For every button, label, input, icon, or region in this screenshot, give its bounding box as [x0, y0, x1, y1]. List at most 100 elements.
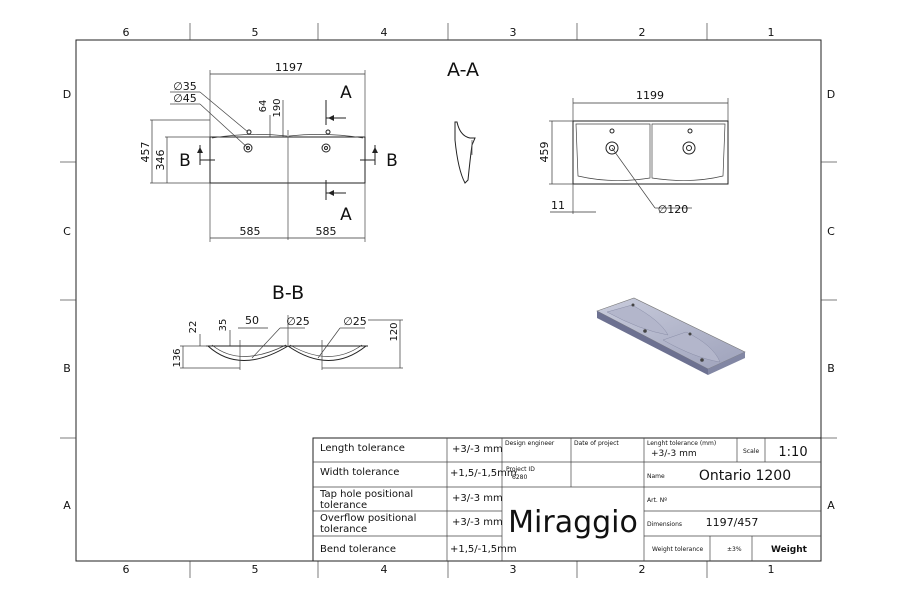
row-label-c: C	[63, 225, 71, 238]
top-view: 1197 457 346 585 585 64 190 ∅35 ∅45 A	[139, 61, 398, 242]
tb-weight-tol-label: Weight tolerance	[652, 546, 703, 553]
iso-drain-right	[700, 358, 704, 362]
section-aa-profile	[454, 121, 476, 184]
col-label-2-bottom: 2	[639, 563, 646, 576]
tb-length-tol-label: Lenght tolerance (mm)	[647, 440, 716, 447]
side-tap-right	[687, 128, 693, 134]
dim-top-width: 1197	[275, 61, 303, 74]
col-label-4: 4	[381, 26, 388, 39]
dim-side-drain: ∅120	[658, 203, 689, 216]
col-label-4-bottom: 4	[381, 563, 388, 576]
tb-date-label: Date of project	[574, 440, 619, 447]
iso-drain-left	[643, 329, 647, 333]
tb-row-0-value: +3/-3 mm	[452, 444, 503, 455]
col-label-6: 6	[123, 26, 130, 39]
section-bb-inner-profile	[211, 344, 363, 357]
tb-row-3-value: +3/-3 mm	[452, 517, 503, 528]
section-bb-outer-profile	[207, 345, 367, 361]
col-label-1: 1	[768, 26, 775, 39]
side-tap-left	[609, 128, 615, 134]
tb-length-tol-value: +3/-3 mm	[651, 449, 697, 459]
row-label-a-right: A	[827, 499, 835, 512]
dim-side-width: 1199	[636, 89, 664, 102]
side-view-outline	[572, 120, 729, 185]
dim-left-bowl: 585	[240, 225, 261, 238]
dim-hole-35: ∅35	[173, 80, 197, 93]
tb-row-3-label-line1: Overflow positional	[320, 513, 416, 524]
row-label-b-right: B	[827, 362, 835, 375]
section-a-bottom: A	[340, 205, 352, 225]
section-b-left: B	[179, 151, 191, 171]
dim-offset-64: 64	[258, 100, 269, 113]
section-a-top: A	[340, 83, 352, 103]
section-bb-view: B-B 136 22 35 50 ∅25 ∅25 120	[172, 282, 403, 370]
section-aa-title: A-A	[447, 59, 479, 81]
dim-side-edge: 11	[551, 199, 565, 212]
dim-offset-190: 190	[272, 98, 283, 117]
tb-row-2-value: +3/-3 mm	[452, 493, 503, 504]
dim-bb-25a: ∅25	[286, 315, 310, 328]
col-label-3: 3	[510, 26, 517, 39]
col-label-5-bottom: 5	[252, 563, 259, 576]
col-label-6-bottom: 6	[123, 563, 130, 576]
row-label-c-right: C	[827, 225, 835, 238]
row-label-b: B	[63, 362, 71, 375]
dim-right-bowl: 585	[316, 225, 337, 238]
tb-scale-label: Scale	[743, 448, 759, 455]
dim-bb-120: 120	[389, 322, 400, 341]
tb-row-2-label-line1: Tap hole positional	[319, 489, 413, 500]
tb-row-3-label-line2: tolerance	[320, 524, 367, 535]
tb-row-2-label-line2: tolerance	[320, 500, 367, 511]
tb-name-label: Name	[647, 473, 665, 480]
title-block: Length tolerance +3/-3 mm Width toleranc…	[312, 437, 822, 562]
iso-basin-front	[597, 311, 708, 375]
tb-project-id-value: 6280	[512, 474, 527, 481]
tb-row-1-label: Width tolerance	[320, 467, 399, 478]
dim-side-depth: 459	[538, 142, 551, 163]
side-drain-right	[682, 141, 696, 155]
iso-basin-side	[708, 352, 745, 375]
tb-art-label: Art. Nº	[647, 497, 667, 504]
tb-dimensions-value: 1197/457	[706, 516, 759, 529]
tb-project-id-label: Project ID	[506, 466, 535, 473]
dim-bb-25b: ∅25	[343, 315, 367, 328]
row-label-a: A	[63, 499, 71, 512]
side-drain-left	[605, 141, 619, 155]
row-label-d-right: D	[827, 88, 835, 101]
col-label-2: 2	[639, 26, 646, 39]
tb-logo: Miraggio	[508, 505, 638, 540]
dim-top-depth: 457	[139, 142, 152, 163]
tb-row-1-value: +1,5/-1,5mm	[450, 468, 517, 479]
tb-row-4-value: +1,5/-1,5mm	[450, 544, 517, 555]
dim-top-inner-depth: 346	[154, 150, 167, 171]
section-aa-view: A-A	[447, 59, 479, 184]
col-label-3-bottom: 3	[510, 563, 517, 576]
tb-weight-tol-value: ±3%	[727, 546, 742, 553]
tb-row-4-label: Bend tolerance	[320, 544, 396, 555]
top-view-bowl-edges	[211, 134, 364, 139]
side-view: 1199 459 11 ∅120	[538, 89, 729, 216]
section-bb-title: B-B	[272, 282, 304, 304]
isometric-view	[596, 297, 746, 375]
tb-weight-label: Weight	[771, 545, 808, 555]
tb-design-engineer-label: Design engineer	[505, 440, 555, 447]
drain-hole-left	[243, 143, 253, 153]
row-label-d: D	[63, 88, 71, 101]
top-view-outline	[209, 136, 366, 184]
section-b-right: B	[386, 151, 398, 171]
dim-hole-45: ∅45	[173, 92, 197, 105]
side-view-bowl-right	[651, 123, 726, 181]
tb-name-value: Ontario 1200	[699, 468, 791, 484]
dim-bb-35: 35	[218, 319, 229, 332]
col-label-1-bottom: 1	[768, 563, 775, 576]
tap-hole-left	[246, 129, 252, 135]
drain-hole-right	[321, 143, 331, 153]
tb-dimensions-label: Dimensions	[647, 521, 682, 528]
tb-scale-value: 1:10	[778, 445, 807, 460]
dim-bb-22: 22	[188, 321, 199, 334]
dim-bb-136: 136	[172, 348, 183, 367]
col-label-5: 5	[252, 26, 259, 39]
side-view-bowl-left	[575, 123, 651, 181]
dim-bb-50: 50	[245, 314, 259, 327]
